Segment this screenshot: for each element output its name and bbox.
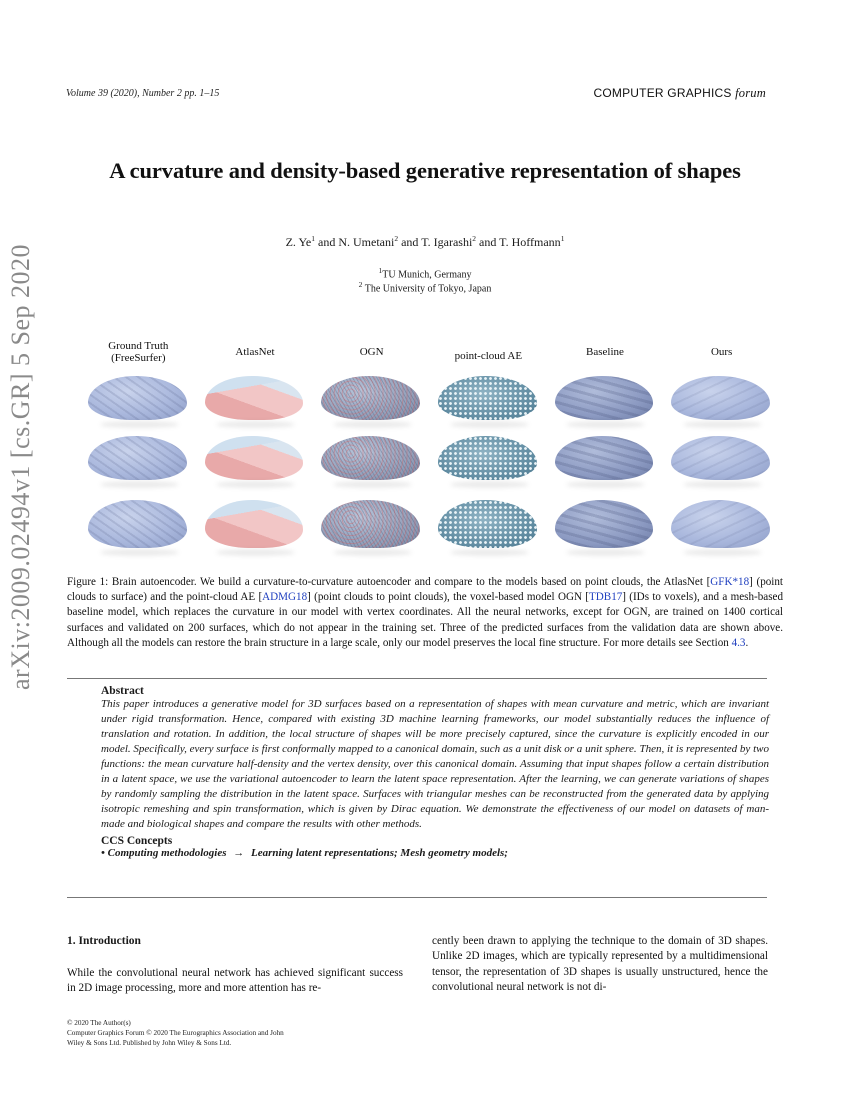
author-list: Z. Ye1 and N. Umetani2 and T. Igarashi2 …: [285, 234, 565, 249]
author-affiliation-mark: 2: [472, 234, 477, 243]
ccs-concepts: Learning latent representations; Mesh ge…: [251, 847, 508, 859]
brain-render-ground-truth-row-1: [88, 376, 187, 420]
author-name: N. Umetani: [338, 235, 395, 249]
affiliation-1: 1TU Munich, Germany: [378, 266, 472, 281]
divider-bottom: [67, 897, 767, 898]
citation-link[interactable]: GFK*18: [710, 576, 750, 588]
author-affiliation-mark: 1: [311, 234, 315, 243]
figure-column-label: Ours: [710, 346, 733, 358]
citation-link[interactable]: 4.3: [731, 636, 746, 649]
figure-column-label: point-cloud AE: [454, 350, 523, 362]
brain-render-point-cloud-ae-row-1: [438, 376, 537, 420]
citation-link[interactable]: ADMG18: [262, 591, 308, 604]
figure-1: Ground Truth(FreeSurfer) AtlasNet OGN point…: [80, 338, 780, 563]
brain-render-ground-truth-row-2: [88, 436, 187, 480]
intro-text-col2: cently been drawn to applying the techni…: [432, 935, 768, 994]
figure-column-label: Baseline: [586, 346, 624, 358]
brain-render-atlasnet-row-2: [204, 436, 304, 480]
figure-column-label: Ground Truth(FreeSurfer): [108, 340, 169, 364]
brain-render-ogn-row-2: [321, 436, 420, 480]
brain-render-atlasnet-row-1: [204, 376, 304, 420]
divider-top: [67, 678, 767, 679]
copyright-footer: © 2020 The Author(s) Computer Graphics F…: [67, 1019, 284, 1048]
affiliation-2: 2 The University of Tokyo, Japan: [358, 280, 492, 295]
journal-volume-info: Volume 39 (2020), Number 2 pp. 1–15: [66, 88, 220, 99]
brain-render-point-cloud-ae-row-2: [438, 436, 537, 480]
brain-render-ogn-row-1: [321, 376, 420, 420]
abstract-heading: Abstract: [101, 685, 144, 697]
author-name: T. Igarashi: [421, 235, 473, 249]
figure-caption: Figure 1: Brain autoencoder. We build a …: [67, 576, 783, 649]
brain-render-baseline-row-3: [554, 500, 654, 548]
abstract-section: Abstract This paper introduces a generat…: [101, 685, 769, 859]
brain-render-ours-row-1: [671, 376, 770, 420]
brain-render-ours-row-2: [671, 436, 770, 480]
author-affiliation-mark: 1: [560, 234, 565, 243]
ccs-heading: CCS Concepts: [101, 835, 173, 847]
journal-name-forum: forum: [735, 86, 766, 100]
brain-render-ogn-row-3: [321, 500, 420, 548]
journal-name: COMPUTER GRAPHICS forum: [594, 86, 767, 101]
paper-title: A curvature and density-based generative…: [109, 158, 741, 183]
brain-render-ground-truth-row-3: [88, 500, 187, 548]
figure-column-label: OGN: [359, 346, 384, 358]
intro-text-col1: While the convolutional neural network h…: [67, 967, 403, 995]
ccs-category: Computing methodologies: [107, 847, 227, 859]
arxiv-stamp[interactable]: arXiv:2009.02494v1 [cs.GR] 5 Sep 2020: [6, 243, 35, 690]
brain-render-atlasnet-row-3: [204, 500, 304, 548]
ccs-concept: • Computing methodologies → Learning lat…: [101, 847, 508, 859]
author-name: Z. Ye: [285, 235, 312, 249]
brain-render-baseline-row-1: [554, 376, 654, 420]
citation-link[interactable]: TDB17: [589, 591, 623, 604]
author-affiliation-mark: 2: [394, 234, 399, 243]
arrow-icon: →: [233, 847, 245, 859]
journal-name-main: COMPUTER GRAPHICS: [593, 86, 732, 100]
author-name: T. Hoffmann: [499, 235, 561, 249]
brain-render-point-cloud-ae-row-3: [438, 500, 537, 548]
section-heading-introduction: 1. Introduction: [67, 935, 141, 947]
abstract-text: This paper introduces a generative model…: [101, 698, 769, 830]
figure-column-label: AtlasNet: [235, 346, 275, 358]
brain-render-baseline-row-2: [554, 436, 654, 480]
brain-render-ours-row-3: [671, 500, 770, 548]
